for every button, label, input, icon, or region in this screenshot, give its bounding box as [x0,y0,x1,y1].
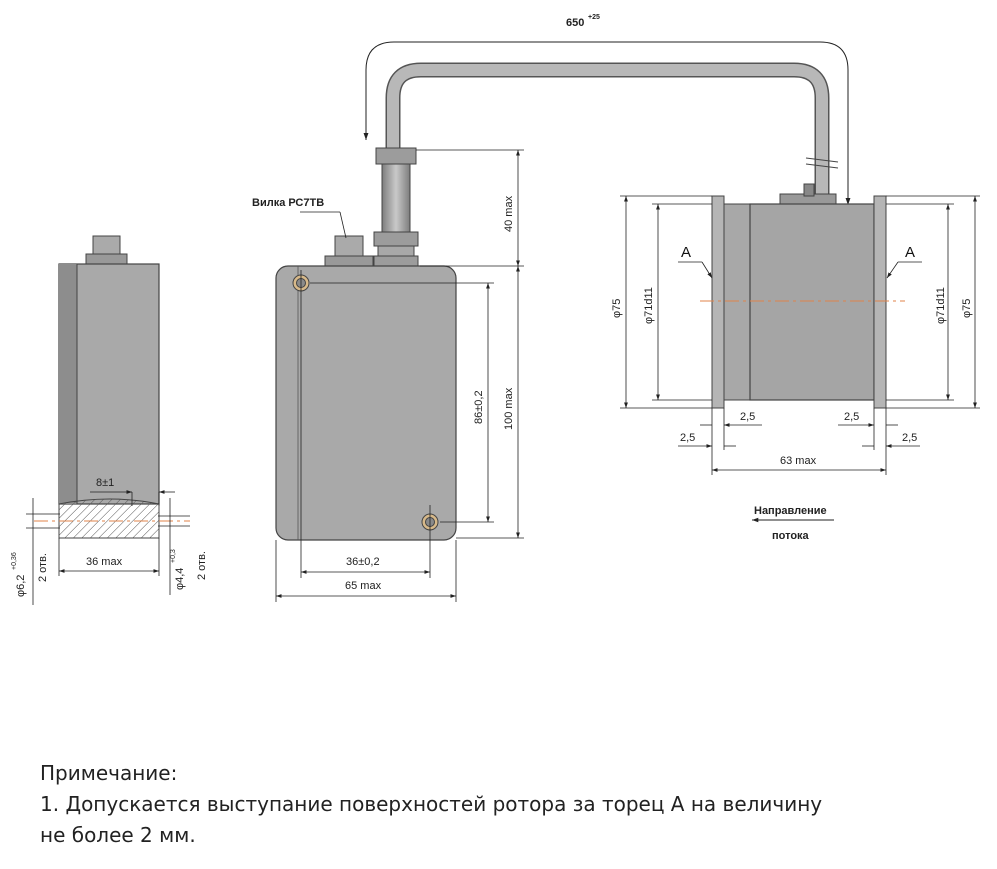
dim-40: 40 max [503,195,515,232]
dim-36-02: 36±0,2 [346,556,380,568]
side-view: 8±1 36 max φ6,2 +0,36 2 отв. φ4,4 +0,3 2… [11,235,208,605]
gap-1: 2,5 [740,411,755,423]
flow-label-2: потока [772,530,810,542]
dim-36max: 36 max [86,556,123,568]
dim-8: 8±1 [96,477,114,489]
dia-71-right: φ71d11 [935,287,947,324]
technical-drawing: 650 +25 8±1 36 max φ6,2 +0,36 2 отв. φ4,… [11,14,980,605]
dim-86: 86±0,2 [473,390,485,424]
flow-label-1: Направление [754,505,827,517]
note-line-2: не более 2 мм. [40,823,196,847]
gap-4: 2,5 [902,432,917,444]
note-block: Примечание: 1. Допускается выступание по… [40,758,980,851]
dia-75-left: φ75 [611,299,623,318]
connector-label: Вилка РС7ТВ [252,197,324,209]
note-title: Примечание: [40,761,178,785]
holes-count-1: 2 отв. [37,553,49,582]
mark-a-left: А [681,244,691,261]
cable [385,62,839,195]
hole-big-label: φ6,2 [15,575,27,597]
mark-a-right: А [905,244,915,261]
cable-length-tolerance: +25 [588,14,600,21]
dia-71-left: φ71d11 [643,287,655,324]
rotor-view: А А φ75 φ71d11 φ71d11 φ75 2,5 2, [611,183,980,542]
front-view: Вилка РС7ТВ 40 max 100 max 86±0,2 36±0,2 [252,147,524,602]
hole-small-label: φ4,4 [174,568,186,590]
cable-length-dimension: 650 +25 [363,14,851,205]
dim-63: 63 max [780,455,817,467]
holes-count-2: 2 отв. [196,551,208,580]
cable-length-label: 650 [566,17,584,29]
hole-big-tolerance: +0,36 [11,552,18,570]
dim-100: 100 max [503,387,515,430]
dim-65: 65 max [345,580,382,592]
gap-3: 2,5 [844,411,859,423]
hole-small-tolerance: +0,3 [170,549,177,563]
gap-2: 2,5 [680,432,695,444]
dia-75-right: φ75 [961,299,973,318]
note-line-1: 1. Допускается выступание поверхностей р… [40,792,823,816]
